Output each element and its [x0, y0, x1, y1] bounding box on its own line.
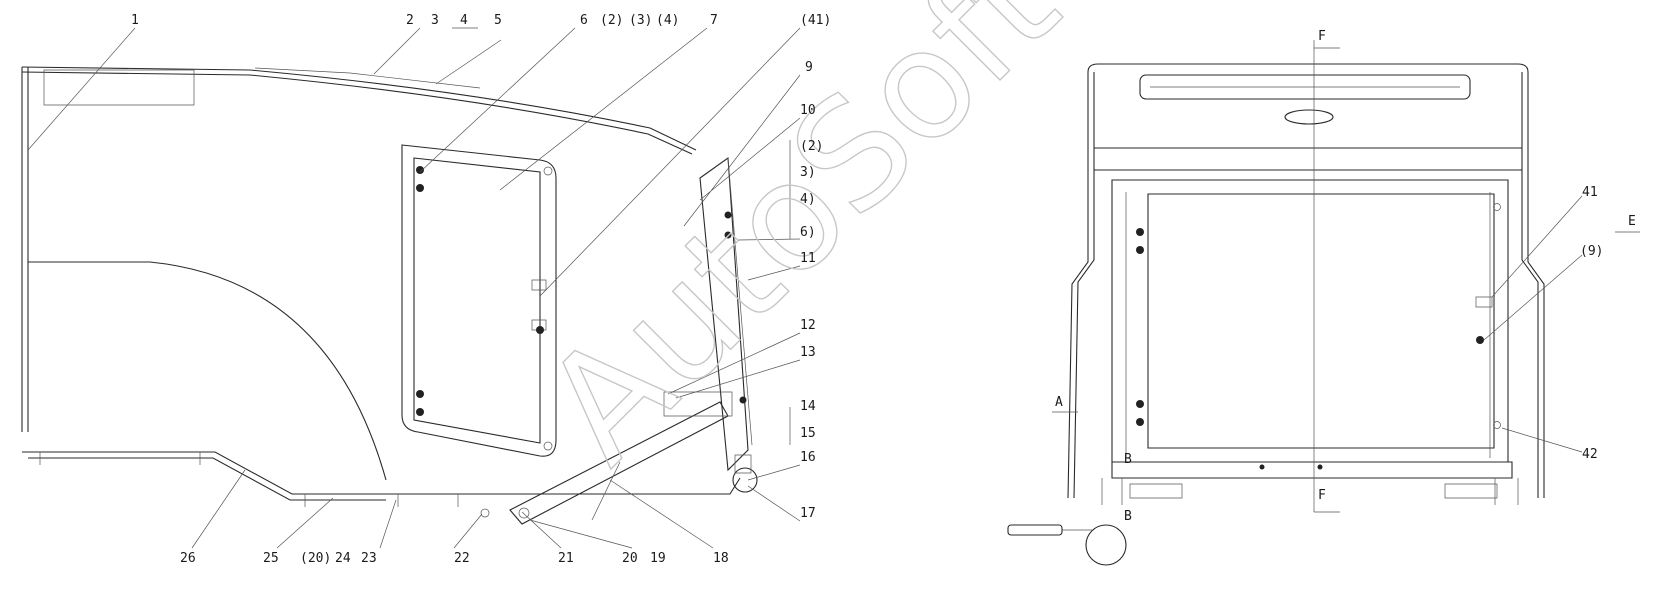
callout-2b: (2)	[600, 13, 623, 28]
callout-22: 22	[454, 551, 470, 566]
callout-6: 6	[580, 13, 588, 28]
section-label-b-bottom: B	[1124, 509, 1132, 524]
callout-10: 10	[800, 103, 816, 118]
callout-7: 7	[710, 13, 718, 28]
callout-41-front: 41	[1582, 185, 1598, 200]
callout-1: 1	[131, 13, 139, 28]
callout-4c: 4)	[800, 192, 816, 207]
side-callouts: 1 2 3 4 5 6 (2) (3) (4) 7 (41) 9 10 (2) …	[131, 13, 831, 566]
callout-26: 26	[180, 551, 196, 566]
callout-2c: (2)	[800, 139, 823, 154]
callout-20b: (20)	[300, 551, 331, 566]
callout-19: 19	[650, 551, 666, 566]
side-view	[22, 28, 800, 548]
callout-18: 18	[713, 551, 729, 566]
section-label-f-top: F	[1318, 29, 1326, 44]
callout-3c: 3)	[800, 165, 816, 180]
callout-3: 3	[431, 13, 439, 28]
front-callouts: F F E 41 (9) 42 A B B	[1055, 29, 1636, 524]
callout-24: 24	[335, 551, 351, 566]
callout-12: 12	[800, 318, 816, 333]
callout-2: 2	[406, 13, 414, 28]
callout-41: (41)	[800, 13, 831, 28]
callout-42: 42	[1582, 447, 1598, 462]
callout-6c: 6)	[800, 225, 816, 240]
watermark: AutoSoft	[512, 0, 1091, 495]
callout-20: 20	[622, 551, 638, 566]
front-view	[1008, 40, 1640, 565]
callout-25: 25	[263, 551, 279, 566]
callout-15: 15	[800, 426, 816, 441]
callout-13: 13	[800, 345, 816, 360]
section-label-a: A	[1055, 395, 1063, 410]
section-label-f-bottom: F	[1318, 488, 1326, 503]
callout-16: 16	[800, 450, 816, 465]
callout-5: 5	[494, 13, 502, 28]
callout-4: 4	[460, 13, 468, 28]
callout-14: 14	[800, 399, 816, 414]
callout-4b: (4)	[656, 13, 679, 28]
callout-17: 17	[800, 506, 816, 521]
callout-9-front: (9)	[1580, 244, 1603, 259]
callout-23: 23	[361, 551, 377, 566]
section-label-b-top: B	[1124, 452, 1132, 467]
callout-21: 21	[558, 551, 574, 566]
callout-11: 11	[800, 251, 816, 266]
callout-9: 9	[805, 60, 813, 75]
callout-3b: (3)	[629, 13, 652, 28]
section-label-e: E	[1628, 214, 1636, 229]
